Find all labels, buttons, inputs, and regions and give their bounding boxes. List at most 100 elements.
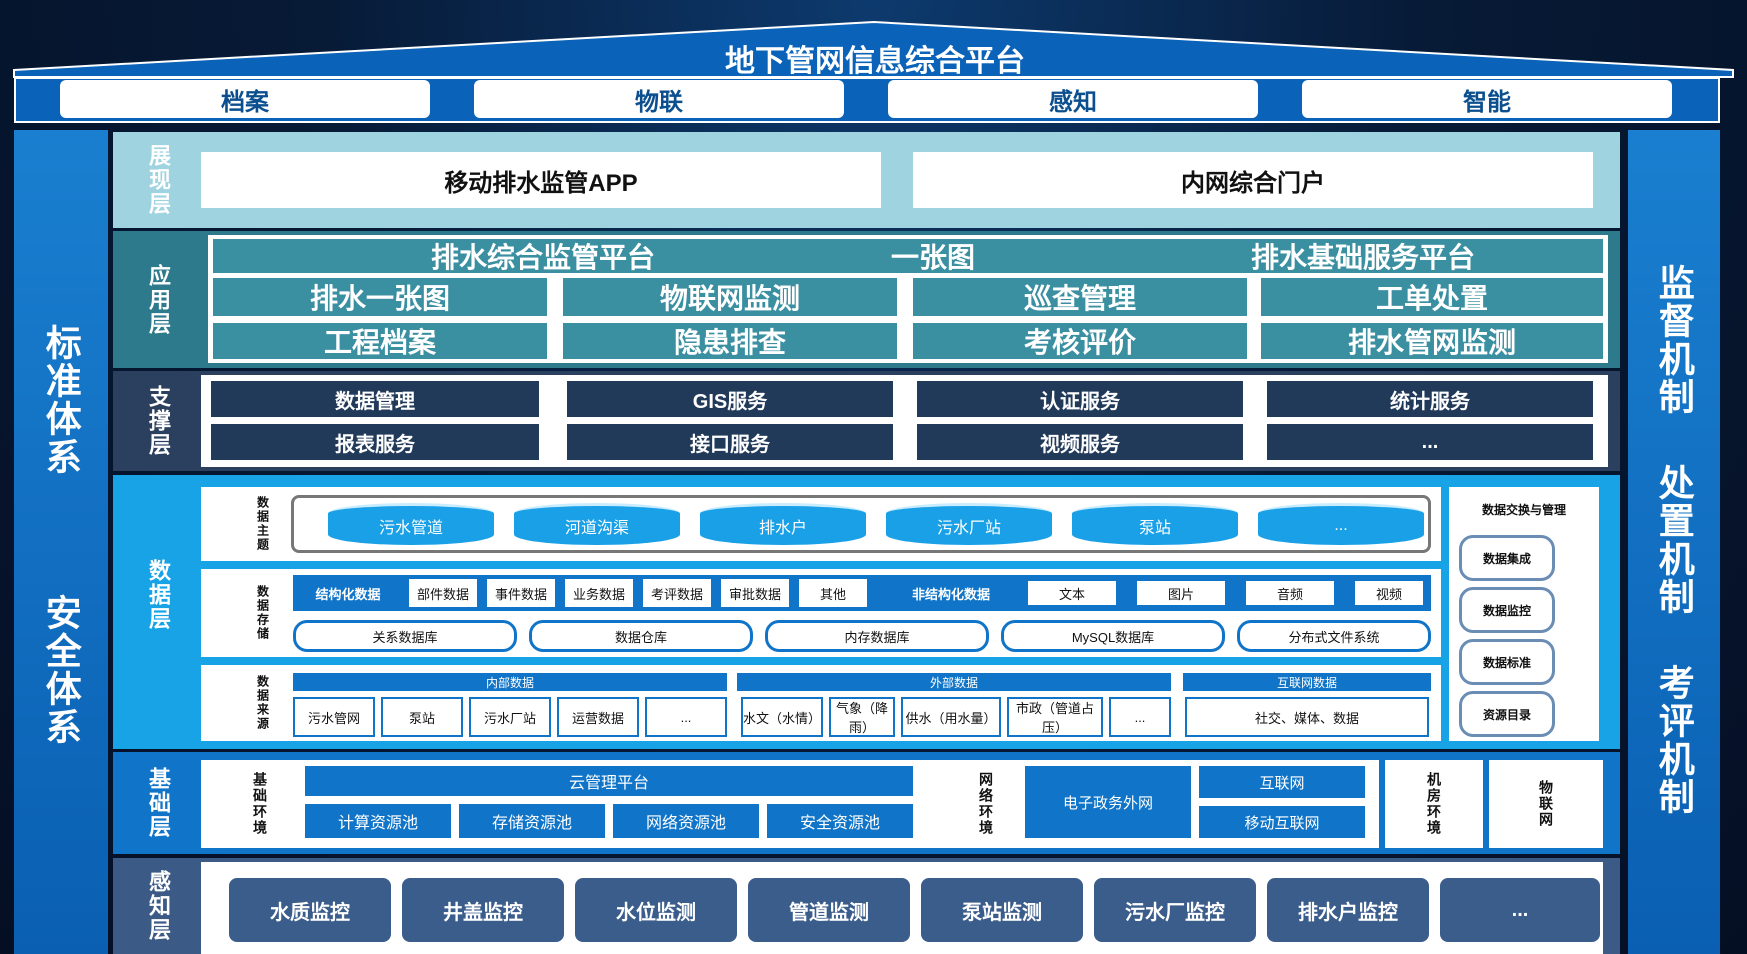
external-water-supply[interactable]: 供水（用水量）	[901, 697, 1001, 737]
svc-gis[interactable]: GIS服务	[567, 381, 893, 417]
household-monitor[interactable]: 排水户监控	[1267, 878, 1429, 942]
mobile-app-box[interactable]: 移动排水监管APP	[201, 152, 881, 208]
unstructured-data-label: 非结构化数据	[883, 575, 1019, 611]
intranet-portal-box[interactable]: 内网综合门户	[913, 152, 1593, 208]
application-layer-label: 应用层	[146, 263, 171, 336]
perception-layer-label: 感知层	[146, 870, 171, 942]
structured-assessment[interactable]: 考评数据	[641, 577, 713, 609]
external-municipal[interactable]: 市政（管道占压）	[1007, 697, 1103, 737]
standard-system-label: 标准体系	[40, 324, 82, 476]
exchange-monitoring[interactable]: 数据监控	[1459, 587, 1555, 633]
app-project-archive[interactable]: 工程档案	[213, 323, 547, 359]
one-map-label[interactable]: 一张图	[890, 242, 975, 273]
storage-pool[interactable]: 存储资源池	[459, 804, 605, 838]
support-layer: 支撑层 数据管理 GIS服务 认证服务 统计服务 报表服务 接口服务 视频服务 …	[113, 371, 1620, 471]
app-iot-monitoring[interactable]: 物联网监测	[563, 278, 897, 316]
drainage-supervision-platform[interactable]: 排水综合监管平台	[430, 242, 655, 273]
cloud-platform[interactable]: 云管理平台	[305, 766, 913, 796]
evaluation-label: 考评机制	[1653, 664, 1695, 816]
data-storage-label: 数据存储	[255, 585, 270, 641]
app-pipe-monitoring[interactable]: 排水管网监测	[1261, 323, 1603, 359]
internet-data-label: 互联网数据	[1183, 673, 1431, 691]
iot-label: 物联网	[1538, 780, 1554, 828]
exchange-standard[interactable]: 数据标准	[1459, 639, 1555, 685]
iot-panel	[1489, 760, 1603, 848]
mobile-internet-box[interactable]: 移动互联网	[1199, 806, 1365, 838]
data-theme-label: 数据主题	[255, 496, 270, 552]
structured-approval[interactable]: 审批数据	[719, 577, 791, 609]
app-drainage-map[interactable]: 排水一张图	[213, 278, 547, 316]
data-exchange-label: 数据交换与管理	[1481, 502, 1566, 517]
structured-other[interactable]: 其他	[797, 577, 869, 609]
svc-data-management[interactable]: 数据管理	[211, 381, 539, 417]
tab-iot[interactable]: 物联	[474, 80, 844, 118]
data-layer-label: 数据层	[146, 559, 171, 631]
internal-more[interactable]: ...	[645, 697, 727, 737]
manhole-monitor[interactable]: 井盖监控	[402, 878, 564, 942]
unstructured-text[interactable]: 文本	[1026, 579, 1118, 607]
exchange-integration[interactable]: 数据集成	[1459, 535, 1555, 581]
theme-pump-station[interactable]: 泵站	[1072, 503, 1238, 545]
pipeline-monitor[interactable]: 管道监测	[748, 878, 910, 942]
application-layer: 应用层 排水综合监管平台 一张图 排水基础服务平台 排水一张图 物联网监测 巡查…	[113, 231, 1620, 368]
application-top-row: 排水综合监管平台 一张图 排水基础服务平台	[213, 239, 1603, 273]
theme-sewage-pipe[interactable]: 污水管道	[328, 503, 494, 545]
support-layer-label: 支撑层	[146, 385, 171, 457]
theme-drainage-household[interactable]: 排水户	[700, 503, 866, 545]
svc-statistics[interactable]: 统计服务	[1267, 381, 1593, 417]
unstructured-image[interactable]: 图片	[1135, 579, 1227, 607]
svc-more[interactable]: ...	[1267, 424, 1593, 460]
structured-component[interactable]: 部件数据	[407, 577, 479, 609]
perception-more[interactable]: ...	[1440, 878, 1600, 942]
right-pillar: 监督机制 处置机制 考评机制	[1628, 130, 1720, 954]
network-pool[interactable]: 网络资源池	[613, 804, 759, 838]
internal-sewage-network[interactable]: 污水管网	[293, 697, 375, 737]
app-assessment[interactable]: 考核评价	[913, 323, 1247, 359]
tab-archive[interactable]: 档案	[60, 80, 430, 118]
db-warehouse[interactable]: 数据仓库	[529, 620, 753, 652]
compute-pool[interactable]: 计算资源池	[305, 804, 451, 838]
left-pillar: 标准体系 安全体系	[14, 130, 108, 954]
tab-perception[interactable]: 感知	[888, 80, 1258, 118]
internet-social-media[interactable]: 社交、媒体、数据	[1185, 697, 1429, 737]
unstructured-audio[interactable]: 音频	[1244, 579, 1336, 607]
internal-plant[interactable]: 污水厂站	[469, 697, 551, 737]
svc-video[interactable]: 视频服务	[917, 424, 1243, 460]
handling-label: 处置机制	[1653, 464, 1695, 616]
exchange-catalog[interactable]: 资源目录	[1459, 691, 1555, 737]
external-more[interactable]: ...	[1109, 697, 1171, 737]
svc-report[interactable]: 报表服务	[211, 424, 539, 460]
db-relational[interactable]: 关系数据库	[293, 620, 517, 652]
pump-station-monitor[interactable]: 泵站监测	[921, 878, 1083, 942]
water-level-monitor[interactable]: 水位监测	[575, 878, 737, 942]
app-inspection[interactable]: 巡查管理	[913, 278, 1247, 316]
tab-intelligence[interactable]: 智能	[1302, 80, 1672, 118]
db-distributed-fs[interactable]: 分布式文件系统	[1237, 620, 1431, 652]
theme-frame	[291, 495, 1431, 553]
theme-river[interactable]: 河道沟渠	[514, 503, 680, 545]
app-work-order[interactable]: 工单处置	[1261, 278, 1603, 316]
gov-extranet[interactable]: 电子政务外网	[1025, 766, 1191, 838]
db-mysql[interactable]: MySQL数据库	[1001, 620, 1225, 652]
svc-auth[interactable]: 认证服务	[917, 381, 1243, 417]
structured-business[interactable]: 业务数据	[563, 577, 635, 609]
sewage-plant-monitor[interactable]: 污水厂监控	[1094, 878, 1256, 942]
display-layer: 展现层 移动排水监管APP 内网综合门户	[113, 132, 1620, 228]
unstructured-video[interactable]: 视频	[1353, 579, 1425, 607]
external-hydrology[interactable]: 水文（水情）	[741, 697, 823, 737]
water-quality-monitor[interactable]: 水质监控	[229, 878, 391, 942]
external-weather[interactable]: 气象（降雨）	[829, 697, 895, 737]
db-memory[interactable]: 内存数据库	[765, 620, 989, 652]
drainage-basic-service-platform[interactable]: 排水基础服务平台	[1250, 242, 1475, 273]
svc-interface[interactable]: 接口服务	[567, 424, 893, 460]
structured-event[interactable]: 事件数据	[485, 577, 557, 609]
app-hazard-check[interactable]: 隐患排查	[563, 323, 897, 359]
internet-box[interactable]: 互联网	[1199, 766, 1365, 798]
theme-more[interactable]: ...	[1258, 503, 1424, 545]
theme-sewage-plant[interactable]: 污水厂站	[886, 503, 1052, 545]
room-env-panel	[1385, 760, 1483, 848]
internal-pump[interactable]: 泵站	[381, 697, 463, 737]
security-pool[interactable]: 安全资源池	[767, 804, 913, 838]
internal-operations[interactable]: 运营数据	[557, 697, 639, 737]
base-env-label: 基础环境	[252, 772, 268, 836]
